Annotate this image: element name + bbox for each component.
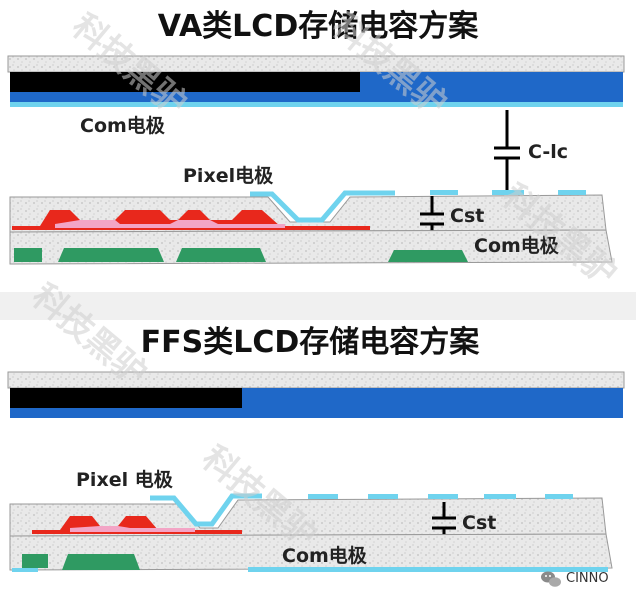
logo-text: CINNO bbox=[566, 571, 609, 586]
ffs-pixel-ito-segment bbox=[545, 494, 573, 499]
ffs-pink-layer bbox=[70, 526, 195, 532]
va-black-matrix bbox=[10, 72, 360, 92]
va-pixel-ito-segment bbox=[430, 190, 458, 195]
ffs-com-ito bbox=[12, 568, 38, 572]
va-panel: VA类LCD存储电容方案 Com电极 C-lc Pixel电极 bbox=[7, 9, 625, 265]
va-panel-title: VA类LCD存储电容方案 bbox=[158, 9, 479, 44]
va-green-metal bbox=[14, 248, 42, 262]
ffs-pixel-ito bbox=[150, 493, 262, 527]
va-green-metal bbox=[176, 248, 266, 262]
va-cst-label: Cst bbox=[450, 205, 484, 227]
va-pixel-ito-segment bbox=[492, 190, 524, 195]
ffs-green-metal bbox=[22, 554, 48, 568]
ffs-black-matrix bbox=[10, 388, 242, 408]
ffs-panel: FFS类LCD存储电容方案 Pixel 电极 Cst Com电极 bbox=[7, 325, 625, 572]
ffs-pixel-label: Pixel 电极 bbox=[76, 468, 174, 491]
ffs-pixel-ito-segment bbox=[308, 494, 338, 499]
va-pixel-ito-segment bbox=[558, 190, 586, 195]
va-com-label-lower: Com电极 bbox=[474, 234, 560, 257]
va-pixel-ito bbox=[250, 190, 395, 223]
va-pink-layer bbox=[55, 220, 285, 228]
ffs-panel-title: FFS类LCD存储电容方案 bbox=[141, 325, 481, 360]
ffs-pixel-ito-segment bbox=[484, 494, 516, 499]
ffs-pixel-ito-segment bbox=[428, 494, 458, 499]
va-clc-capacitor bbox=[494, 110, 520, 190]
cinno-logo: CINNO bbox=[541, 571, 609, 587]
va-com-ito bbox=[10, 102, 623, 107]
ffs-upper-glass bbox=[7, 371, 625, 389]
wechat-icon bbox=[541, 571, 561, 587]
va-green-metal bbox=[58, 248, 164, 262]
ffs-green-metal bbox=[62, 554, 140, 570]
panel-separator bbox=[0, 292, 636, 320]
va-clc-label: C-lc bbox=[528, 141, 568, 163]
ffs-com-label: Com电极 bbox=[282, 544, 368, 567]
va-pixel-label: Pixel电极 bbox=[183, 164, 274, 187]
va-green-metal bbox=[388, 250, 468, 262]
ffs-com-ito bbox=[248, 567, 608, 572]
ffs-lower-substrate bbox=[9, 533, 613, 571]
ffs-cst-label: Cst bbox=[462, 512, 496, 534]
ffs-pixel-ito-segment bbox=[368, 494, 398, 499]
va-com-label: Com电极 bbox=[80, 114, 166, 137]
